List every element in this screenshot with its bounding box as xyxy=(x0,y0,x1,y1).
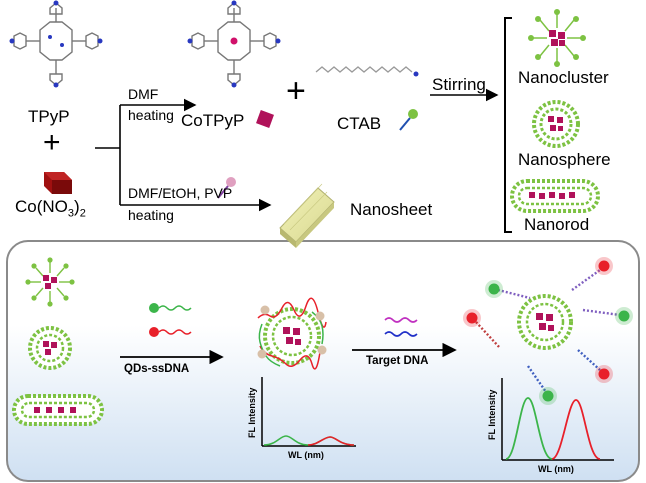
nanosheet-label: Nanosheet xyxy=(350,200,433,219)
cobalt-nitrate-label: Co(NO3)2 xyxy=(15,197,86,220)
panel-nanosphere-icon xyxy=(28,326,72,370)
upper-solvent-label: DMF xyxy=(128,86,159,102)
upper-condition-label: heating xyxy=(128,107,174,123)
ctab-chain-icon xyxy=(315,66,419,77)
panel-nanocluster-icon xyxy=(25,257,75,307)
fl-before-ylabel: FL Intensity xyxy=(247,387,257,438)
probe-loaded-nanosphere-icon xyxy=(257,297,327,370)
qds-ssdna-label: QDs-ssDNA xyxy=(124,363,190,375)
lower-condition-label: heating xyxy=(128,207,174,223)
pvp-polymer-icon xyxy=(217,177,236,199)
panel-nanorod-icon xyxy=(12,394,104,426)
fl-after-xlabel: WL (nm) xyxy=(538,464,574,474)
released-duplex-nanosphere-icon xyxy=(463,257,633,405)
ctab-surfactant-icon xyxy=(399,109,418,131)
cotpyp-ctab-plus-sign: + xyxy=(286,72,306,110)
fl-spectrum-before-plot xyxy=(261,377,356,447)
cobalt-nitrate-icon xyxy=(44,172,72,194)
fl-before-xlabel: WL (nm) xyxy=(288,450,324,460)
tpyp-molecule-icon xyxy=(9,0,103,88)
morphology-bracket xyxy=(504,17,512,233)
lower-solvent-label: DMF/EtOH, PVP xyxy=(128,185,233,201)
nanorod-icon xyxy=(510,179,600,213)
cotpyp-cube-icon xyxy=(256,110,274,128)
fl-after-ylabel: FL Intensity xyxy=(487,389,497,440)
nanosphere-icon xyxy=(532,100,580,148)
qd-ssdna-probes-icon xyxy=(149,303,192,337)
reactant-plus-sign: + xyxy=(43,126,61,159)
detection-panel xyxy=(6,240,640,482)
nanorod-label: Nanorod xyxy=(524,215,590,234)
cotpyp-label: CoTPyP xyxy=(181,111,245,130)
nanosheet-icon xyxy=(279,183,335,248)
target-dna-label: Target DNA xyxy=(366,355,429,367)
nanocluster-icon xyxy=(528,9,586,67)
target-dna-icon xyxy=(384,317,418,337)
fl-spectrum-after-plot xyxy=(501,378,614,461)
nanosphere-label: Nanosphere xyxy=(518,150,611,169)
nanocluster-label: Nanocluster xyxy=(518,68,609,87)
tpyp-label: TPyP xyxy=(28,107,70,126)
cotpyp-molecule-icon xyxy=(187,0,281,88)
stirring-label: Stirring xyxy=(432,75,486,94)
ctab-label: CTAB xyxy=(337,114,382,133)
